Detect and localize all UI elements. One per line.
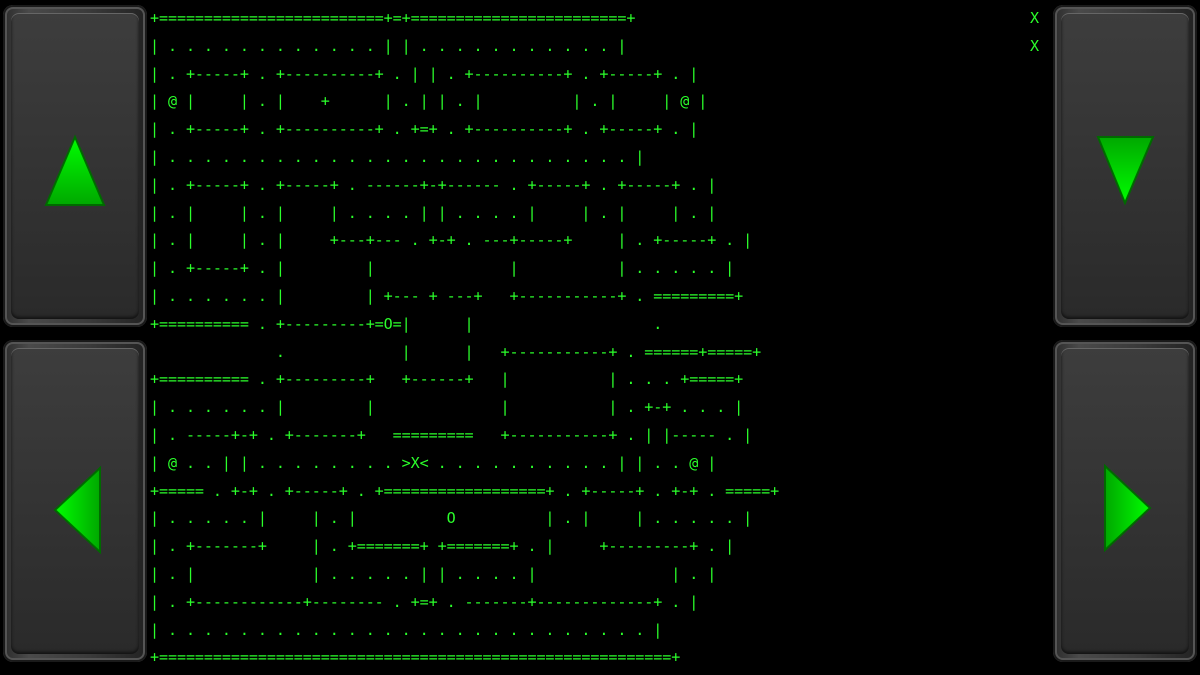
maze-row: | . +-----+ . +-----+ . ------+-+------ …	[150, 175, 717, 194]
maze-row: | . | | . . . . . | | . . . . | | . |	[150, 564, 717, 583]
maze-board: +=========================+=+===========…	[150, 5, 1032, 670]
maze-row: | . +-----+ . +----------+ . +=+ . +----…	[150, 120, 699, 139]
maze-row: | . | | . | | . . . . | | . . . . | | . …	[150, 203, 717, 222]
maze-row: | . . . . . . . . . . . . . . . . . . . …	[150, 620, 663, 639]
maze-row: | . +------------+-------- . +=+ . -----…	[150, 592, 699, 611]
maze-row: +=========================+=+===========…	[150, 9, 636, 27]
maze-row: | . -----+-+ . +-------+ ========= +----…	[150, 425, 753, 444]
maze-row: | . . . . . . . . . . . . | | . . . . . …	[150, 36, 627, 55]
maze-row: +===== . +-+ . +-----+ . +==============…	[150, 481, 780, 500]
maze-row: | . . . . . . | | +--- + ---+ +---------…	[150, 286, 744, 305]
left-button[interactable]	[3, 340, 147, 662]
maze-row: | . +-----+ . | | | | . . . . . |	[150, 259, 735, 278]
maze-row: | @ . . | | . . . . . . . . >X< . . . . …	[150, 453, 717, 472]
maze-row: | . . . . . . . . . . . . . . . . . . . …	[150, 147, 645, 166]
maze-row: | . . . . . . | | | | . +-+ . . . |	[150, 398, 744, 417]
side-marks: X X	[1030, 9, 1040, 55]
down-button[interactable]	[1053, 5, 1197, 327]
right-button[interactable]	[1053, 340, 1197, 662]
maze-row: . | | +-----------+ . ======+=====+	[150, 342, 762, 361]
triangle-left-icon	[53, 465, 101, 555]
maze-row: | . +-----+ . +----------+ . | | . +----…	[150, 64, 699, 83]
triangle-up-icon	[44, 134, 106, 206]
maze-row: +========== . +---------+=O=| | .	[150, 314, 663, 333]
maze-row: +=======================================…	[150, 648, 681, 667]
maze-row: | . | | . | +---+--- . +-+ . ---+-----+ …	[150, 231, 753, 250]
maze-row: +========== . +---------+ +------+ | | .…	[150, 370, 744, 389]
maze-row: | . . . . . | | . | O | . | | . . . . . …	[150, 509, 753, 528]
up-button[interactable]	[3, 5, 147, 327]
maze-row: | @ | | . | + | . | | . | | . | | @ |	[150, 92, 708, 111]
triangle-down-icon	[1096, 136, 1155, 206]
maze-row: | . +-------+ | . +=======+ +=======+ . …	[150, 537, 735, 556]
triangle-right-icon	[1104, 463, 1152, 553]
